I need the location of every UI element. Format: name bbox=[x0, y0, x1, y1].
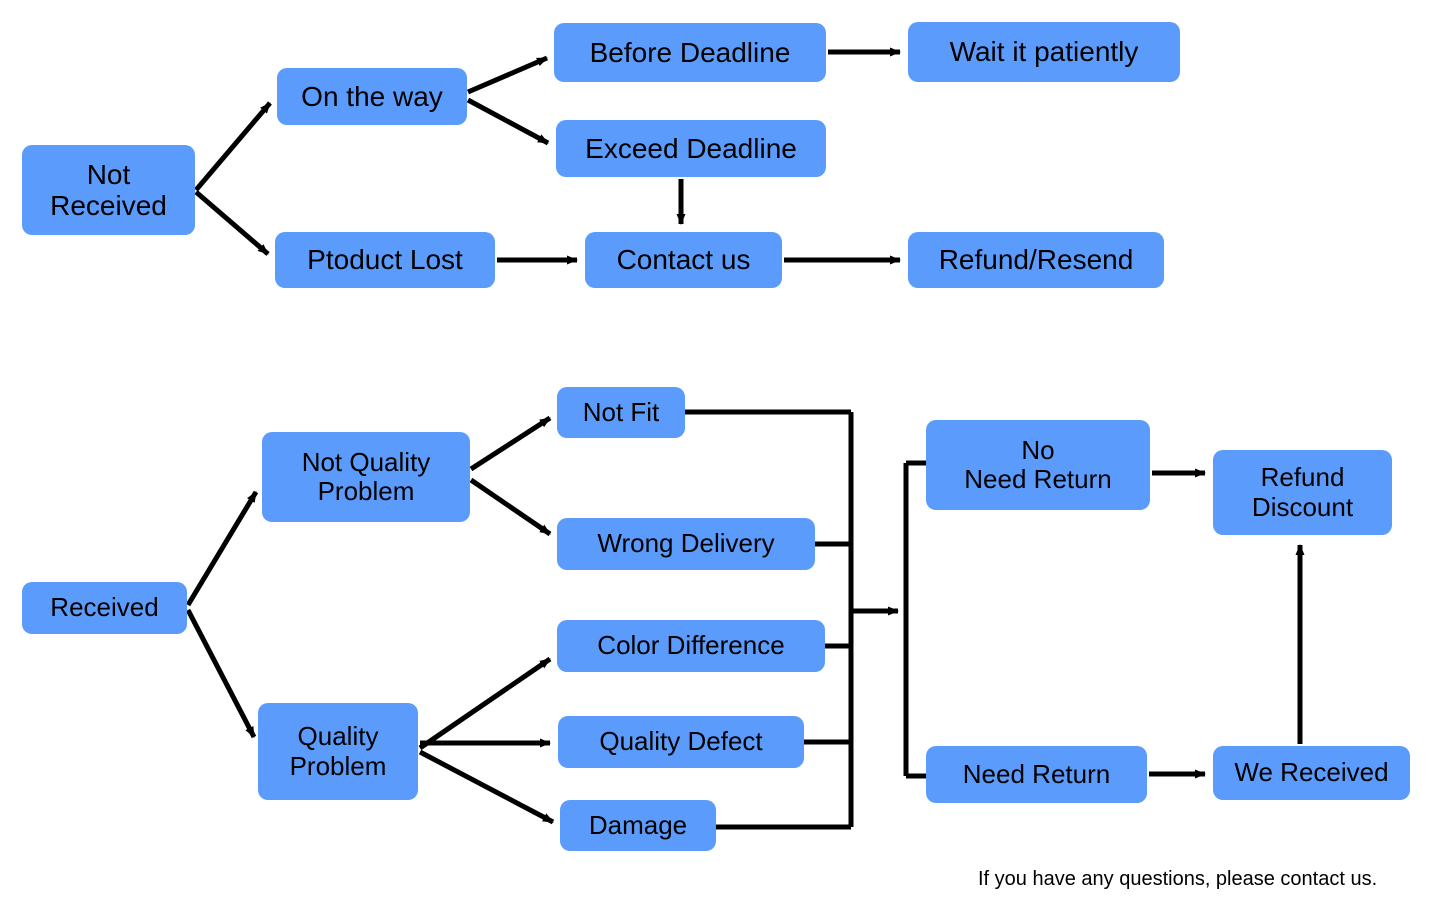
node-wrong-delivery[interactable]: Wrong Delivery bbox=[557, 518, 815, 570]
node-need-return[interactable]: Need Return bbox=[926, 746, 1147, 803]
node-contact-us[interactable]: Contact us bbox=[585, 232, 782, 288]
node-received[interactable]: Received bbox=[22, 582, 187, 634]
footer-contact-note: If you have any questions, please contac… bbox=[978, 868, 1378, 890]
edge-quality-problem-to-color-difference bbox=[418, 656, 552, 751]
edge-split-bus bbox=[903, 460, 926, 779]
edge-not-received-to-product-lost bbox=[194, 190, 270, 256]
node-wait-it-patiently[interactable]: Wait it patiently bbox=[908, 22, 1180, 82]
node-not-fit[interactable]: Not Fit bbox=[557, 387, 685, 438]
node-product-lost[interactable]: Ptoduct Lost bbox=[275, 232, 495, 288]
edge-not-received-to-on-the-way bbox=[194, 101, 272, 192]
edge-received-to-quality-problem bbox=[185, 608, 257, 739]
node-not-quality-problem[interactable]: Not Quality Problem bbox=[262, 432, 470, 522]
node-not-received[interactable]: Not Received bbox=[22, 145, 195, 235]
edge-quality-problem-to-damage bbox=[418, 749, 555, 825]
node-on-the-way[interactable]: On the way bbox=[277, 68, 467, 125]
node-we-received[interactable]: We Received bbox=[1213, 746, 1410, 800]
node-color-difference[interactable]: Color Difference bbox=[557, 620, 825, 672]
node-refund-discount[interactable]: Refund Discount bbox=[1213, 450, 1392, 535]
edge-on-the-way-to-exceed-deadline bbox=[466, 97, 550, 146]
node-before-deadline[interactable]: Before Deadline bbox=[554, 23, 826, 82]
node-quality-defect[interactable]: Quality Defect bbox=[558, 716, 804, 768]
node-exceed-deadline[interactable]: Exceed Deadline bbox=[556, 120, 826, 177]
edge-not-quality-problem-to-not-fit bbox=[469, 415, 552, 472]
node-no-need-return[interactable]: No Need Return bbox=[926, 420, 1150, 510]
node-quality-problem[interactable]: Quality Problem bbox=[258, 703, 418, 800]
node-damage[interactable]: Damage bbox=[560, 800, 716, 851]
edge-not-quality-problem-to-wrong-delivery bbox=[469, 477, 552, 537]
edge-on-the-way-to-before-deadline bbox=[467, 55, 548, 95]
edge-received-to-not-quality-problem bbox=[185, 490, 259, 607]
node-refund-resend[interactable]: Refund/Resend bbox=[908, 232, 1164, 288]
